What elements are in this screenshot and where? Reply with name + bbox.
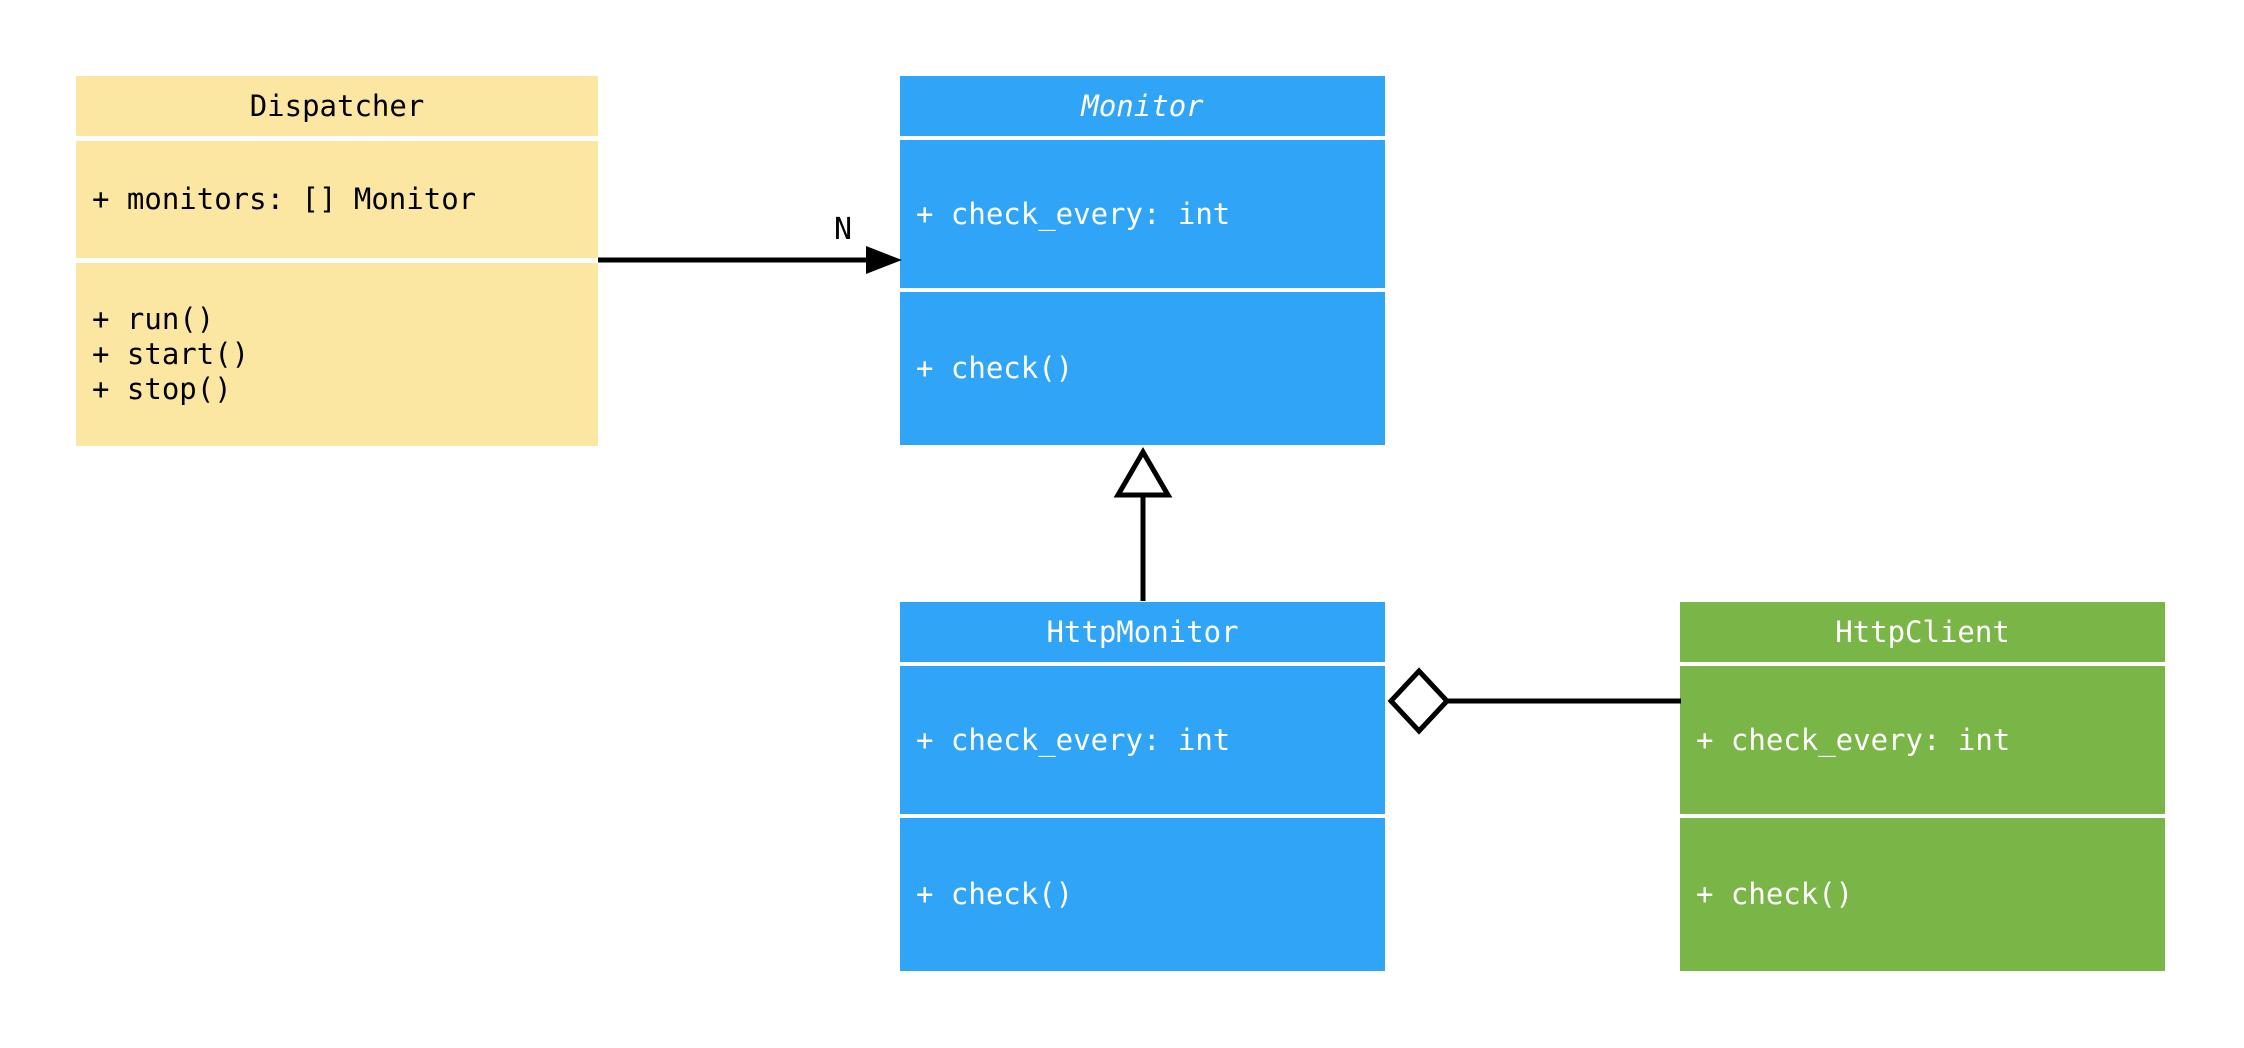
method-item: + check(): [916, 351, 1074, 385]
method-item: + check(): [1696, 877, 1854, 911]
attribute-item: + monitors: [] Monitor: [92, 182, 477, 216]
methods-section: + run() + start() + stop(): [76, 263, 598, 446]
method-item: + start(): [92, 337, 250, 371]
class-box-monitor: Monitor + check_every: int + check(): [900, 76, 1385, 445]
aggregation-httpmonitor-httpclient: [1387, 667, 1681, 735]
class-title: HttpClient: [1680, 602, 2165, 662]
association-dispatcher-monitor: N: [598, 212, 902, 274]
methods-section: + check(): [900, 818, 1385, 971]
attributes-section: + check_every: int: [900, 666, 1385, 814]
method-item: + stop(): [92, 372, 232, 406]
class-box-httpclient: HttpClient + check_every: int + check(): [1680, 602, 2165, 971]
filled-arrowhead-icon: [866, 246, 902, 274]
class-box-dispatcher: Dispatcher + monitors: [] Monitor + run(…: [76, 76, 598, 446]
generalization-httpmonitor-monitor: [1113, 447, 1173, 601]
class-title: Monitor: [900, 76, 1385, 136]
attributes-section: + monitors: [] Monitor: [76, 141, 598, 258]
method-item: + check(): [916, 877, 1074, 911]
methods-section: + check(): [900, 292, 1385, 445]
hollow-diamond-icon: [1387, 667, 1451, 735]
methods-section: + check(): [1680, 818, 2165, 971]
class-title: HttpMonitor: [900, 602, 1385, 662]
class-box-httpmonitor: HttpMonitor + check_every: int + check(): [900, 602, 1385, 971]
multiplicity-label: N: [834, 212, 852, 247]
attribute-item: + check_every: int: [1696, 722, 2011, 757]
attributes-section: + check_every: int: [900, 140, 1385, 288]
attributes-section: + check_every: int: [1680, 666, 2165, 814]
hollow-triangle-arrowhead-icon: [1113, 447, 1173, 498]
attribute-item: + check_every: int: [916, 196, 1231, 231]
class-title: Dispatcher: [76, 76, 598, 136]
method-item: + run(): [92, 302, 215, 336]
attribute-item: + check_every: int: [916, 722, 1231, 757]
